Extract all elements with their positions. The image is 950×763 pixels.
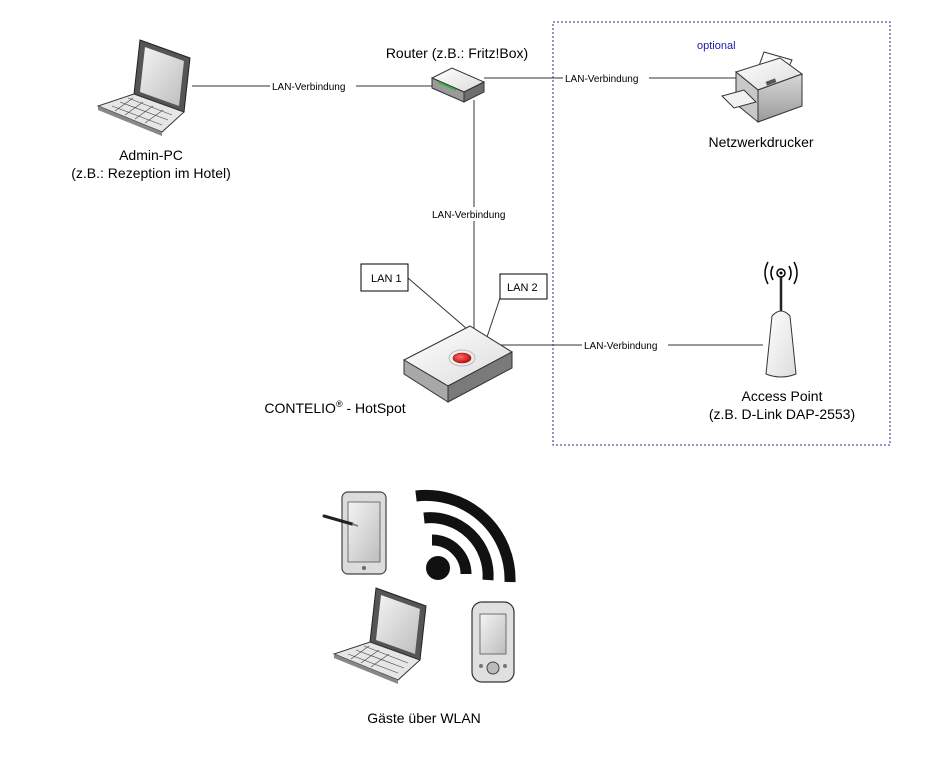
smartphone-icon — [471, 601, 515, 683]
connection-label-hotspot-ap: LAN-Verbindung — [582, 338, 668, 352]
port-callout-lan1: LAN 1 — [360, 263, 409, 292]
optional-label: optional — [697, 40, 736, 52]
hotspot-label: CONTELIO® - HotSpot — [264, 399, 405, 416]
svg-text:LAN-Verbindung: LAN-Verbindung — [565, 74, 638, 85]
svg-text:LAN-Verbindung: LAN-Verbindung — [272, 82, 345, 93]
line-lan2-pointer — [485, 297, 501, 341]
laptop-icon — [332, 587, 427, 684]
access-point-title: Access Point — [742, 388, 823, 404]
svg-text:LAN-Verbindung: LAN-Verbindung — [432, 210, 505, 221]
hotspot-icon — [402, 325, 514, 403]
router-label: Router (z.B.: Fritz!Box) — [386, 45, 528, 61]
router-icon — [430, 67, 486, 103]
svg-text:LAN 1: LAN 1 — [371, 273, 402, 285]
access-point-subtitle: (z.B. D-Link DAP-2553) — [709, 406, 855, 422]
guests-label: Gäste über WLAN — [367, 710, 481, 726]
optional-box — [552, 21, 891, 446]
connection-label-router-hotspot: LAN-Verbindung — [430, 207, 518, 221]
admin-pc-title: Admin-PC — [119, 147, 183, 163]
line-lan1-pointer — [407, 277, 475, 336]
access-point-icon — [764, 261, 798, 378]
connection-label-router-printer: LAN-Verbindung — [563, 71, 649, 85]
printer-label: Netzwerkdrucker — [708, 134, 813, 150]
svg-text:LAN 2: LAN 2 — [507, 282, 538, 294]
connection-label-admin-router: LAN-Verbindung — [270, 79, 356, 93]
port-callout-lan2: LAN 2 — [499, 273, 548, 300]
admin-pc-subtitle: (z.B.: Rezeption im Hotel) — [71, 165, 231, 181]
tablet-icon — [322, 491, 387, 575]
wifi-icon — [415, 489, 516, 583]
svg-text:LAN-Verbindung: LAN-Verbindung — [584, 341, 657, 352]
laptop-icon — [96, 39, 191, 136]
printer-icon — [721, 51, 804, 124]
